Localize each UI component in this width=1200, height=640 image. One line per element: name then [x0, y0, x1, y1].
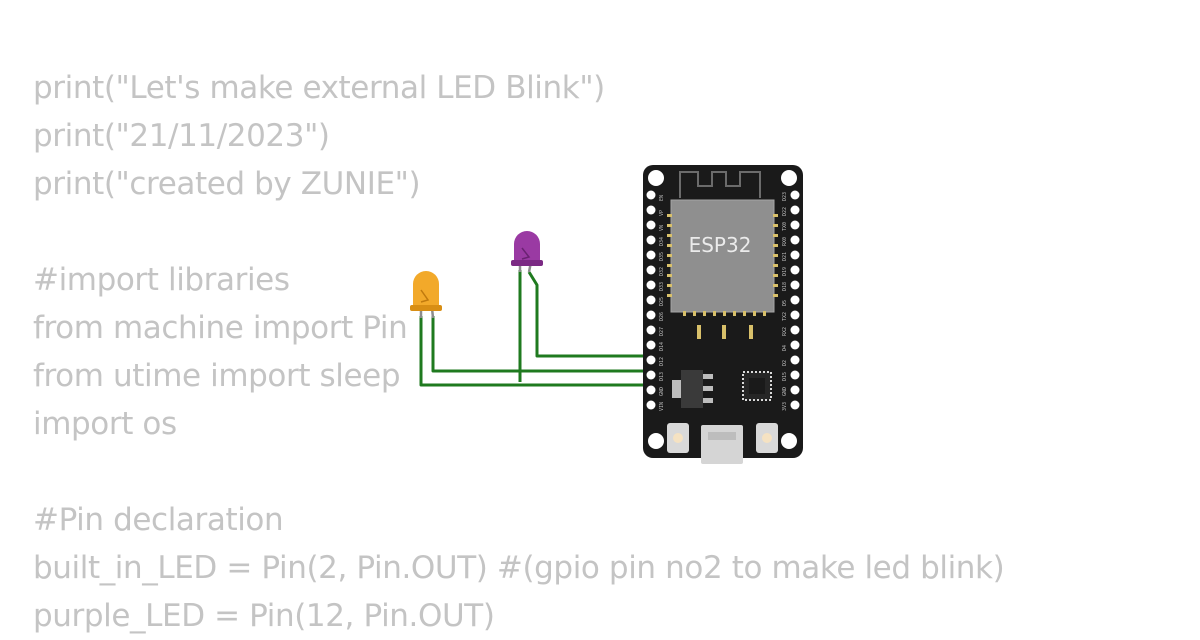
pin-label: D23 [782, 192, 788, 201]
pin-d23[interactable] [790, 190, 800, 200]
pin-d4[interactable] [790, 340, 800, 350]
code-line[interactable]: import os [33, 406, 177, 442]
pin-label: VP [659, 210, 665, 216]
pin-d22[interactable] [790, 205, 800, 215]
usb-uart-chip [742, 371, 772, 401]
pin-label: D32 [659, 267, 665, 276]
pin-label: VIN [659, 402, 665, 411]
pin-d35[interactable] [646, 250, 656, 260]
voltage-regulator [672, 370, 713, 408]
yellow-led-icon[interactable] [410, 271, 442, 319]
pin-label: RX2 [782, 327, 788, 336]
pin-label: D19 [782, 267, 788, 276]
micro-usb-port[interactable] [701, 425, 743, 464]
pin-gnd[interactable] [790, 385, 800, 395]
boot-button[interactable] [667, 423, 689, 453]
wire-purple-led-anode[interactable] [527, 271, 651, 358]
pin-tx2[interactable] [790, 310, 800, 320]
wire-yellow-led-cathode[interactable] [419, 316, 651, 387]
pin-d32[interactable] [646, 265, 656, 275]
code-line[interactable]: from utime import sleep [33, 358, 401, 394]
code-line[interactable]: from machine import Pin [33, 310, 408, 346]
pin-label: GND [782, 387, 788, 396]
pin-en[interactable] [646, 190, 656, 200]
pin-label: 3V3 [782, 402, 788, 411]
code-line[interactable]: print("Let's make external LED Blink") [33, 70, 605, 106]
pin-label: D26 [659, 312, 665, 321]
code-editor[interactable]: print("Let's make external LED Blink") p… [33, 64, 1005, 640]
pin-label: VN [659, 225, 665, 231]
wire-yellow-led-anode[interactable] [431, 316, 651, 373]
pin-tx0[interactable] [790, 220, 800, 230]
pin-d25[interactable] [646, 295, 656, 305]
pin-label: D2 [782, 360, 788, 366]
pin-label: D34 [659, 237, 665, 246]
pin-label: GND [659, 387, 665, 396]
pin-label: D14 [659, 342, 665, 351]
pin-label: D4 [782, 345, 788, 351]
pin-d13[interactable] [646, 370, 656, 380]
pin-d34[interactable] [646, 235, 656, 245]
pin-d5[interactable] [790, 295, 800, 305]
pin-gnd[interactable] [646, 385, 656, 395]
pin-label: D21 [782, 252, 788, 261]
pin-label: D12 [659, 357, 665, 366]
pin-d21[interactable] [790, 250, 800, 260]
pin-label: D25 [659, 297, 665, 306]
pin-label: D5 [782, 300, 788, 306]
pin-d33[interactable] [646, 280, 656, 290]
pin-label: TX0 [782, 222, 788, 231]
pin-label: D22 [782, 207, 788, 216]
pin-rx0[interactable] [790, 235, 800, 245]
reset-button[interactable] [756, 423, 778, 453]
chip-label: ESP32 [689, 233, 752, 257]
pin-label: D33 [659, 282, 665, 291]
pin-d14[interactable] [646, 340, 656, 350]
code-line[interactable]: purple_LED = Pin(12, Pin.OUT) [33, 598, 495, 634]
code-line[interactable]: print("created by ZUNIE") [33, 166, 421, 202]
pin-label: D15 [782, 372, 788, 381]
pin-d2[interactable] [790, 355, 800, 365]
pin-d15[interactable] [790, 370, 800, 380]
code-line[interactable]: #Pin declaration [33, 502, 284, 538]
pin-label: RX0 [782, 237, 788, 246]
pin-label: EN [659, 195, 665, 201]
pin-d19[interactable] [790, 265, 800, 275]
pin-d27[interactable] [646, 325, 656, 335]
code-line[interactable]: built_in_LED = Pin(2, Pin.OUT) #(gpio pi… [33, 550, 1005, 586]
pin-d12[interactable] [646, 355, 656, 365]
pin-label: D35 [659, 252, 665, 261]
pin-label: TX2 [782, 312, 788, 321]
code-line[interactable]: print("21/11/2023") [33, 118, 330, 154]
pin-label: D13 [659, 372, 665, 381]
pin-label: D18 [782, 282, 788, 291]
pin-vn[interactable] [646, 220, 656, 230]
pin-vin[interactable] [646, 400, 656, 410]
pin-d26[interactable] [646, 310, 656, 320]
code-line[interactable]: #import libraries [33, 262, 290, 298]
purple-led-icon[interactable] [511, 231, 543, 273]
pin-rx2[interactable] [790, 325, 800, 335]
pin-d18[interactable] [790, 280, 800, 290]
esp32-board-icon[interactable]: ESP32 ENVPVND34D35D32D33D25D26D27D14D12D… [643, 165, 803, 464]
pin-vp[interactable] [646, 205, 656, 215]
pin-3v3[interactable] [790, 400, 800, 410]
pin-label: D27 [659, 327, 665, 336]
wires [419, 270, 651, 387]
